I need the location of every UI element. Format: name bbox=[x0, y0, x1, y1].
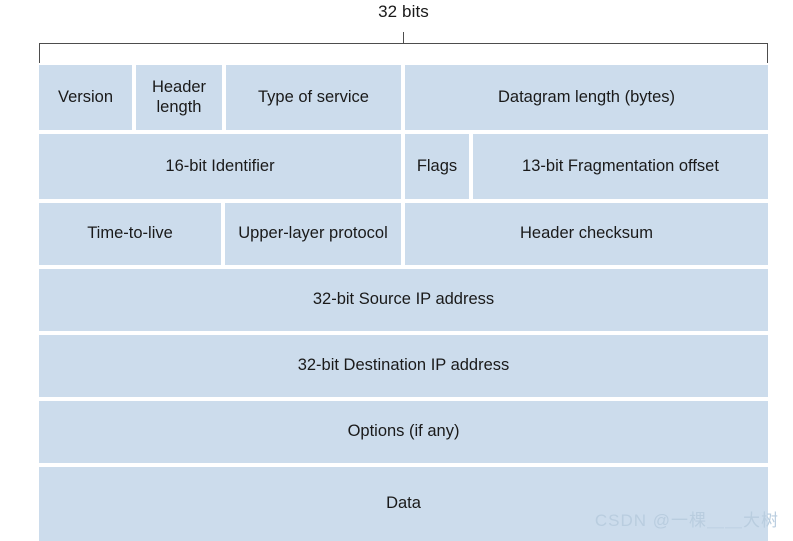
field-version: Version bbox=[39, 65, 132, 130]
field-upper-layer-protocol: Upper-layer protocol bbox=[225, 203, 401, 265]
bracket-center-tick bbox=[403, 32, 404, 43]
field-datagram-length: Datagram length (bytes) bbox=[405, 65, 768, 130]
header-row-word-3: Time-to-live Upper-layer protocol Header… bbox=[39, 203, 768, 265]
header-row-payload: Data bbox=[39, 467, 768, 541]
field-data: Data bbox=[39, 467, 768, 541]
width-bracket bbox=[39, 32, 768, 65]
bit-width-caption: 32 bits bbox=[0, 2, 793, 22]
field-identifier: 16-bit Identifier bbox=[39, 134, 401, 199]
bracket-right-tick bbox=[767, 43, 768, 63]
header-row-word-1: Version Header length Type of service Da… bbox=[39, 65, 768, 130]
field-options: Options (if any) bbox=[39, 401, 768, 463]
field-source-ip-address: 32-bit Source IP address bbox=[39, 269, 768, 331]
header-row-word-5: 32-bit Destination IP address bbox=[39, 335, 768, 397]
ipv4-header-diagram: Version Header length Type of service Da… bbox=[39, 65, 768, 541]
header-row-word-6: Options (if any) bbox=[39, 401, 768, 463]
field-header-length: Header length bbox=[136, 65, 222, 130]
header-row-word-4: 32-bit Source IP address bbox=[39, 269, 768, 331]
field-fragmentation-offset: 13-bit Fragmentation offset bbox=[473, 134, 768, 199]
field-destination-ip-address: 32-bit Destination IP address bbox=[39, 335, 768, 397]
field-header-checksum: Header checksum bbox=[405, 203, 768, 265]
bracket-horizontal-bar bbox=[39, 43, 768, 44]
header-row-word-2: 16-bit Identifier Flags 13-bit Fragmenta… bbox=[39, 134, 768, 199]
field-type-of-service: Type of service bbox=[226, 65, 401, 130]
field-time-to-live: Time-to-live bbox=[39, 203, 221, 265]
field-flags: Flags bbox=[405, 134, 469, 199]
bracket-left-tick bbox=[39, 43, 40, 63]
bit-width-caption-label: 32 bits bbox=[378, 2, 429, 21]
